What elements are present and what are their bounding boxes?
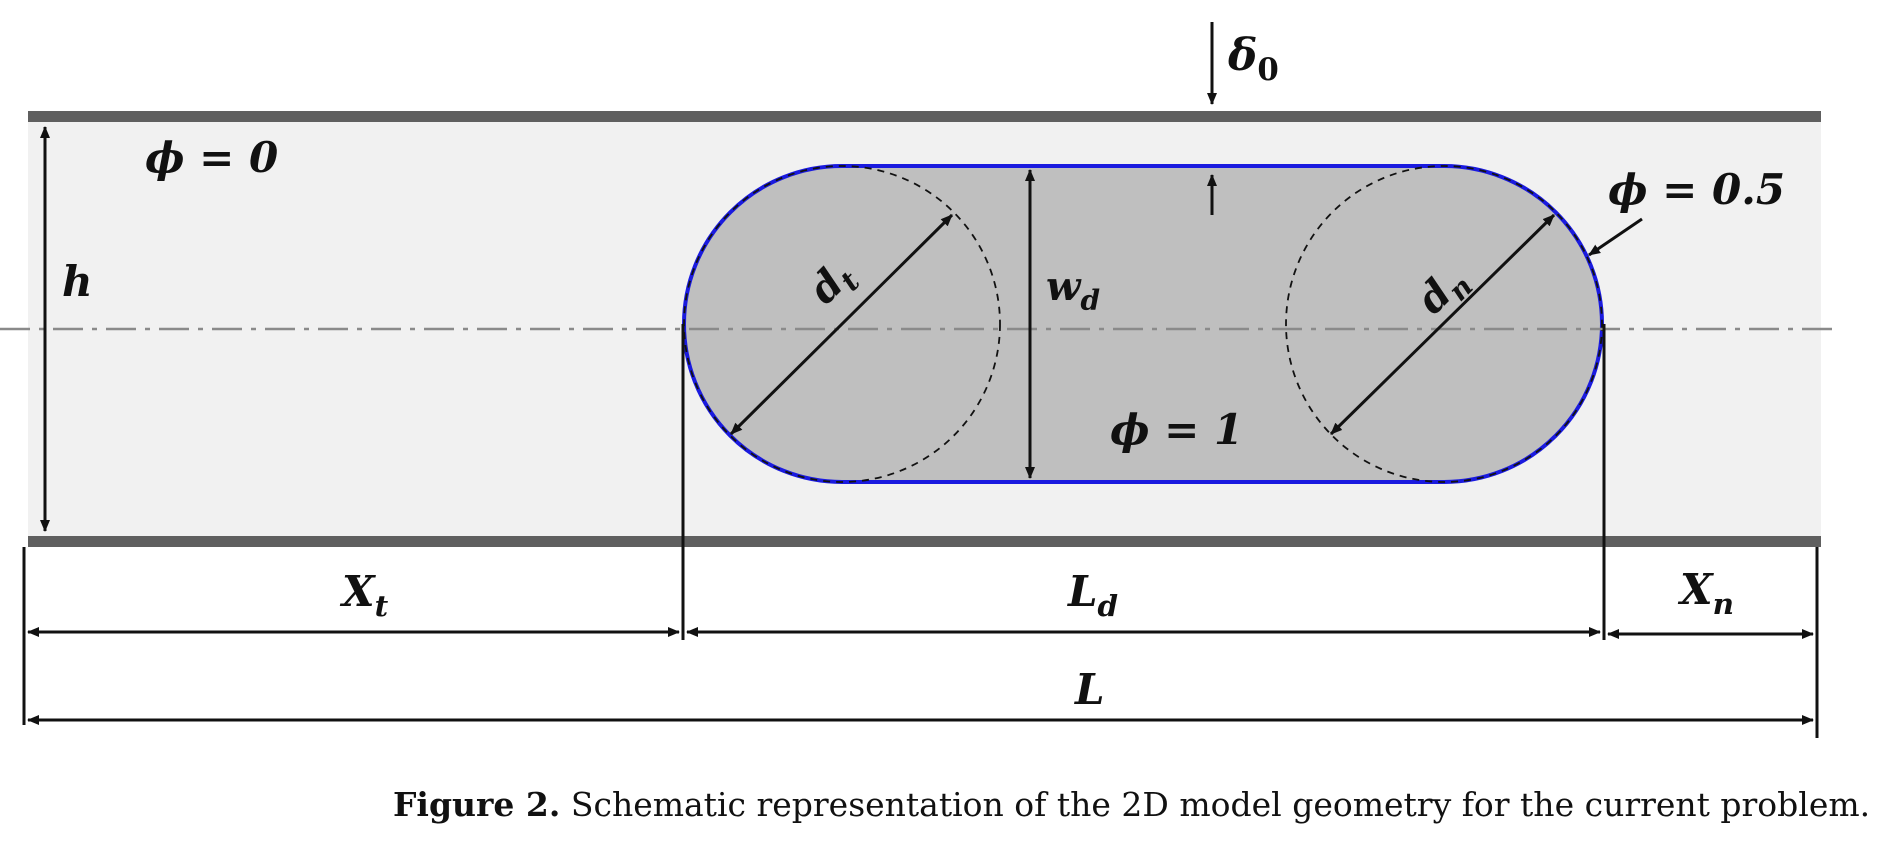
dn-arrow xyxy=(1329,213,1556,436)
delta0-label: δ0 xyxy=(1227,30,1279,88)
interface-pointer xyxy=(1588,217,1643,257)
caption-label: Figure 2. xyxy=(393,785,561,824)
h-label: h xyxy=(62,257,93,306)
bottom-wall xyxy=(28,536,1821,547)
ld-label: Ld xyxy=(1067,567,1118,623)
wd-label: wd xyxy=(1046,263,1100,317)
figure-caption: Figure 2. Schematic representation of th… xyxy=(393,785,1870,824)
caption-text: Schematic representation of the 2D model… xyxy=(560,785,1871,824)
phi1-label: ϕ = 1 xyxy=(1110,405,1243,454)
nose-circle xyxy=(1285,165,1603,483)
xt-label: Xt xyxy=(339,567,389,623)
top-wall xyxy=(28,111,1821,122)
phi05-label: ϕ = 0.5 xyxy=(1608,165,1785,214)
phi0-label: ϕ = 0 xyxy=(145,133,278,182)
dt-arrow xyxy=(729,213,954,436)
xn-label: Xn xyxy=(1677,565,1734,621)
schematic-figure: δ0 ϕ = 0 ϕ = 0.5 ϕ = 1 h dt dn wd Xt Ld … xyxy=(0,22,1840,738)
l-label: L xyxy=(1074,665,1105,714)
